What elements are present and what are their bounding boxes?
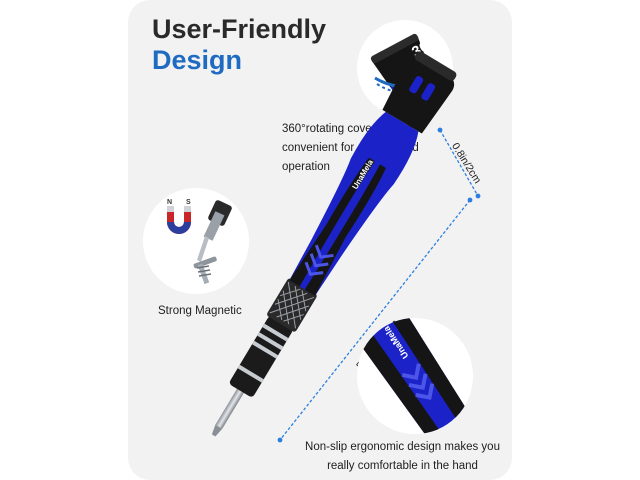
grip-detail: UnaMela — [357, 318, 473, 434]
headline-line-1: User-Friendly — [152, 14, 327, 44]
rotation-caption-line-3: operation — [282, 161, 330, 173]
driver-tip — [211, 387, 245, 437]
width-dimension: 0.8in/2cm — [437, 127, 483, 199]
driver-handle: UnaMela — [289, 111, 419, 296]
magnet-pole-s: S — [186, 199, 191, 206]
horseshoe-magnet-icon — [167, 206, 191, 234]
magnet-illustration: N S — [167, 199, 232, 285]
grip-caption-line-1: Non-slip ergonomic design makes you — [305, 441, 500, 453]
magnetic-tip-detail: N S — [143, 188, 249, 294]
knurled-ring — [267, 278, 317, 332]
width-label: 0.8in/2cm — [449, 141, 483, 186]
rotating-cap — [382, 51, 457, 134]
bit-holder-icon — [197, 200, 232, 262]
rotating-cap-detail: 360° — [357, 20, 453, 116]
grip-caption: Non-slip ergonomic design makes you real… — [300, 438, 505, 476]
grip-illustration: UnaMela — [357, 318, 470, 434]
driver-collet — [229, 316, 293, 397]
headline: User-Friendly Design — [152, 14, 326, 76]
magnet-pole-n: N — [167, 199, 172, 206]
magnet-caption: Strong Magnetic — [158, 305, 242, 317]
headline-line-2: Design — [152, 45, 243, 75]
screw-icon — [193, 256, 217, 285]
grip-caption-line-2: really comfortable in the hand — [327, 460, 478, 472]
